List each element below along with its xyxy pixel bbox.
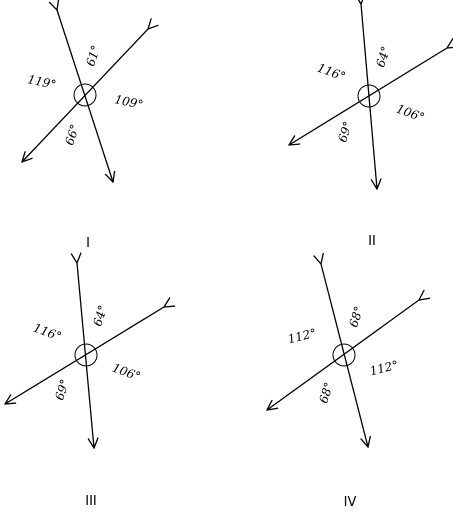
figure-caption: IV [344,495,357,510]
angle-label-bottom: 69° [52,377,72,402]
angle-label-left: 116° [31,321,63,344]
angle-label-right: 106° [110,361,142,384]
line-b [22,29,148,162]
angle-label-bottom: 68° [316,380,336,405]
figure-3: 64° 116° 106° 69° III [5,263,164,509]
angle-label-right: 106° [394,102,426,125]
line-b [289,48,447,145]
angle-label-top: 68° [346,304,366,329]
angle-label-right: 112° [368,358,399,379]
intersection-circle [357,84,381,108]
angle-label-right: 109° [113,92,144,112]
angle-label-bottom: 69° [335,119,355,144]
intersection-circle [74,343,98,367]
angle-label-top: 64° [90,303,110,328]
figure-1: 61° 119° 109° 66° I [22,10,148,251]
figure-4: 68° 112° 112° 68° IV [267,264,419,510]
figure-2: 64° 116° 106° 69° II [289,4,447,249]
angle-label-top: 61° [83,43,103,68]
line-a [321,264,368,447]
figure-caption: II [368,234,376,249]
angle-label-left: 119° [26,72,57,92]
line-b [5,307,164,404]
angle-label-left: 112° [286,326,317,347]
intersection-circle [332,343,356,367]
figure-caption: III [85,494,97,509]
angle-label-left: 116° [315,61,347,84]
angle-label-bottom: 66° [62,122,82,147]
intersection-circle [73,83,97,107]
line-b [267,300,419,410]
angle-label-top: 64° [373,44,393,69]
figure-caption: I [86,236,90,251]
